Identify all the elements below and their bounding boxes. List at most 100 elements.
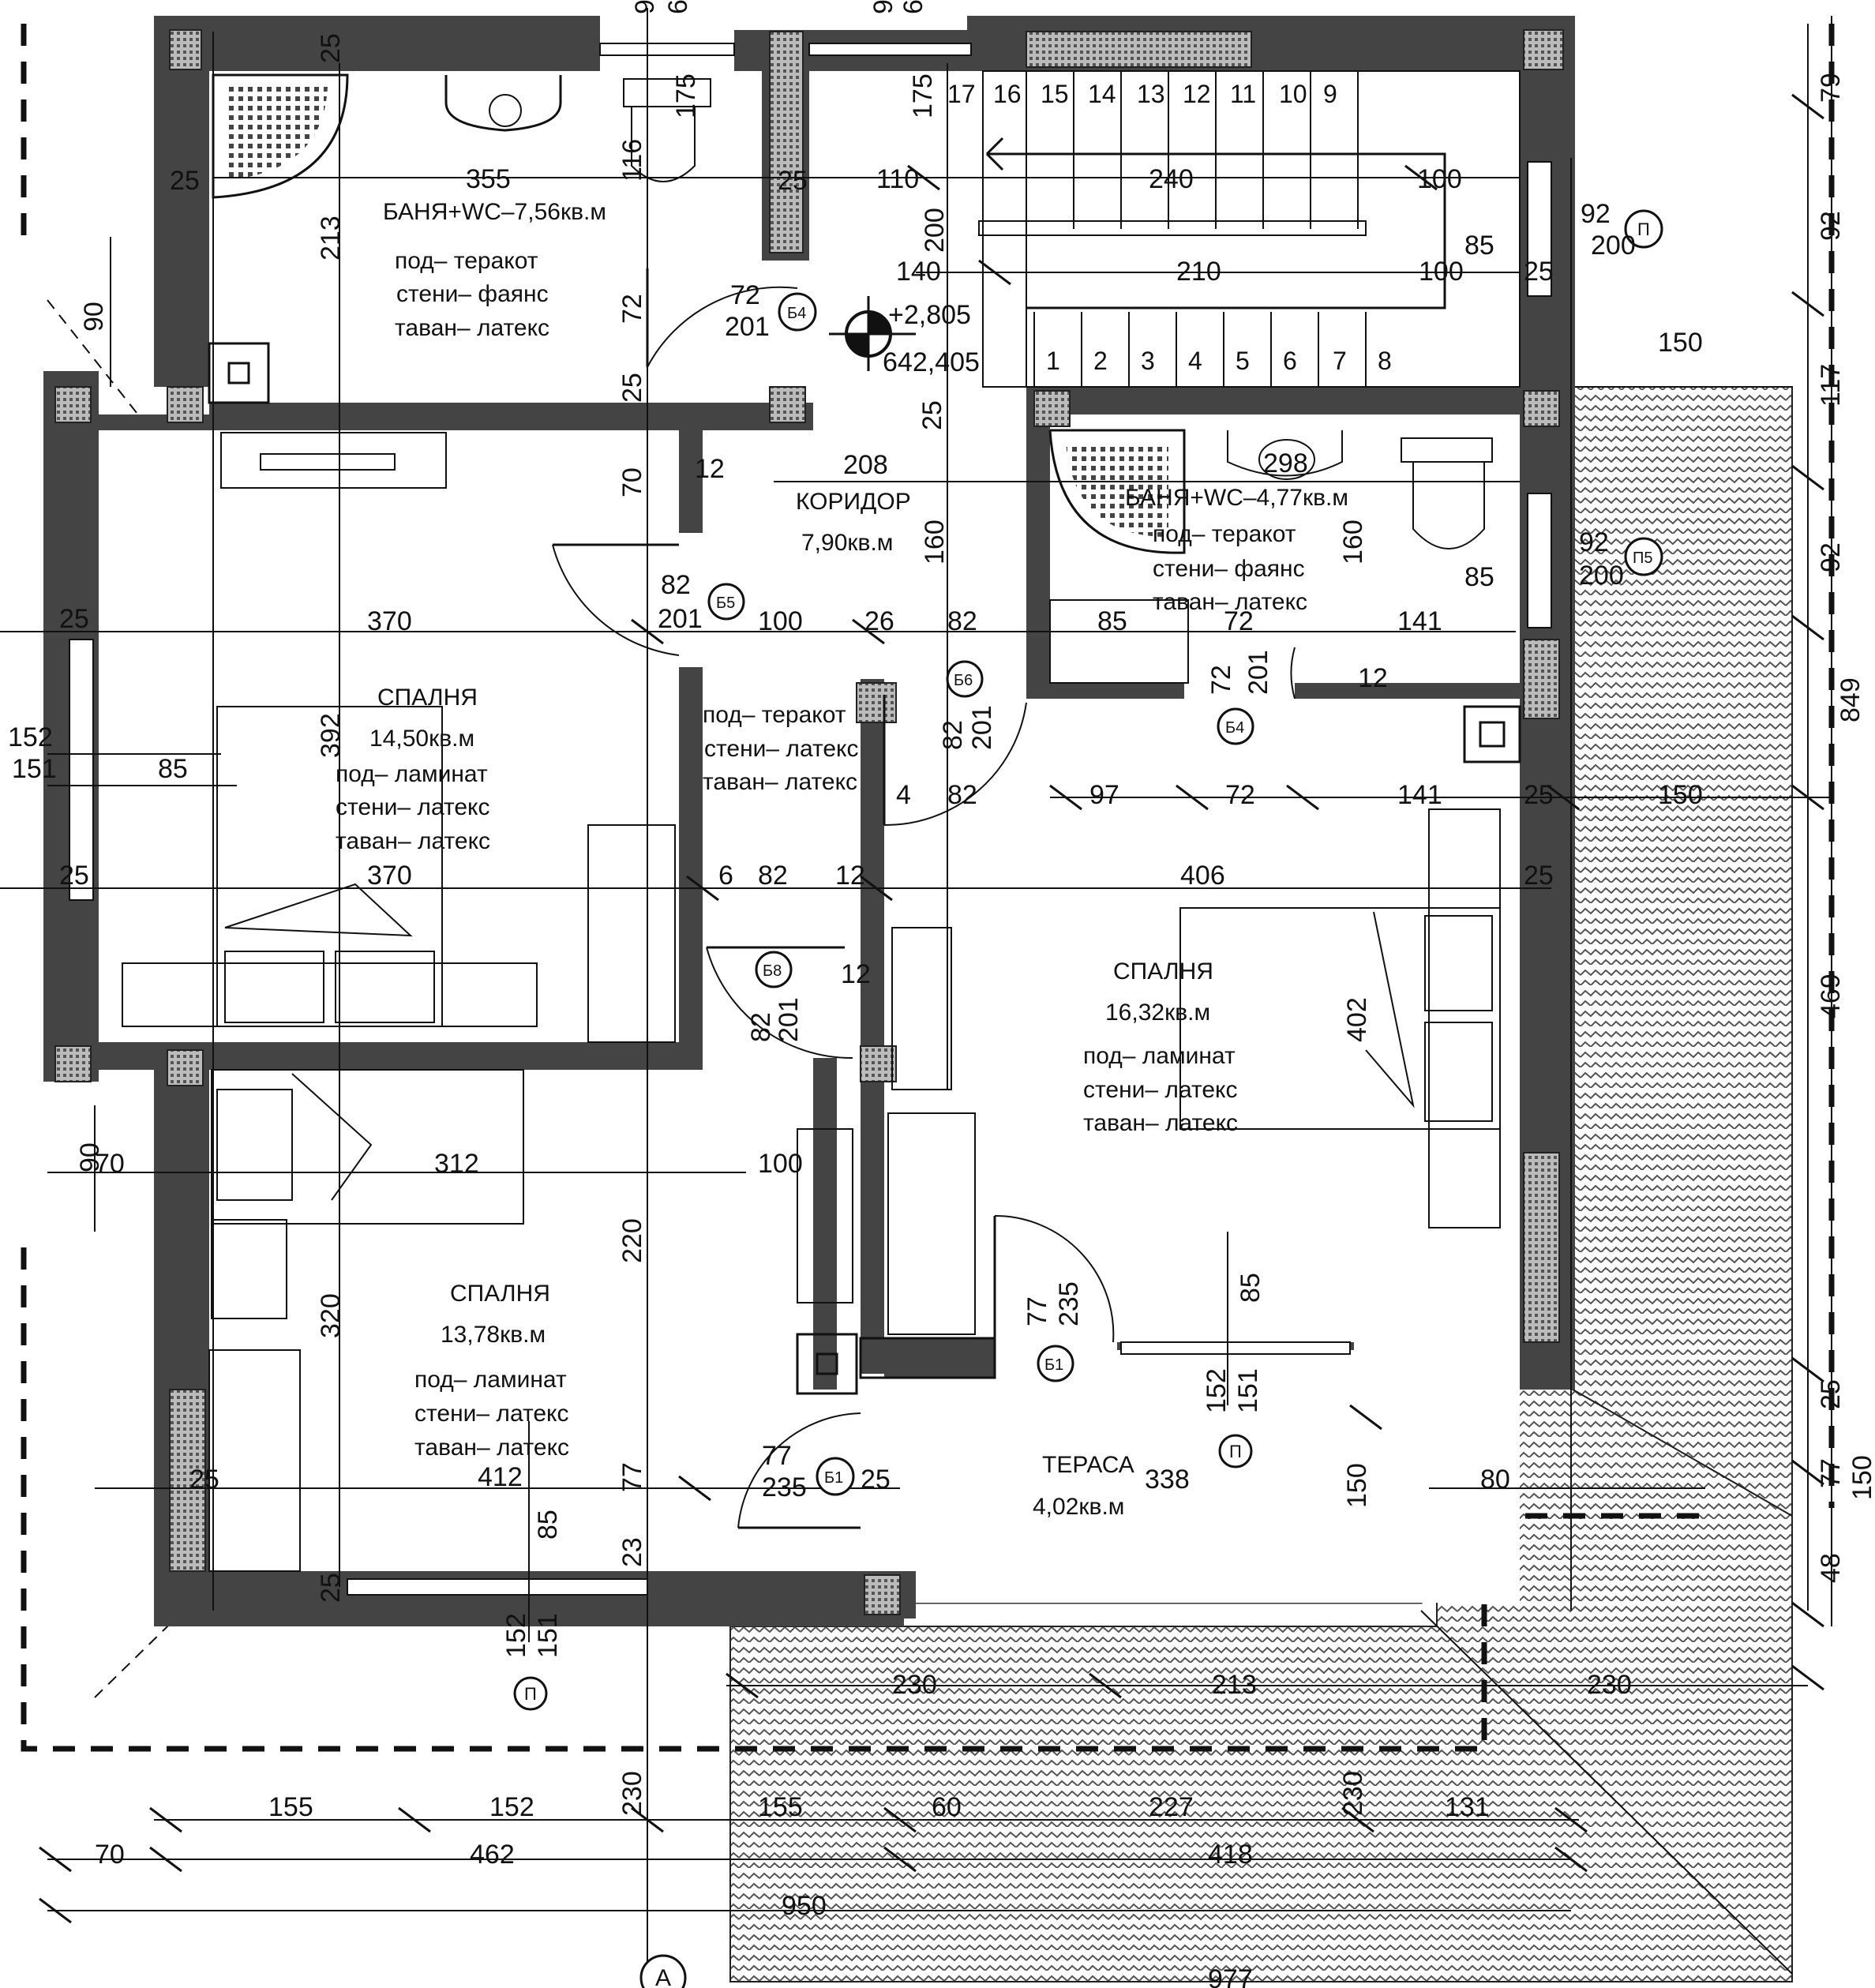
corridor-title: КОРИДОР [796,489,911,515]
dimension-label: 151 [12,754,57,784]
dimension-label: 82 [947,606,977,636]
wall-bed3-east [813,1058,837,1390]
dimension-label: 117 [1816,364,1846,407]
dimension-label: 418 [1208,1840,1253,1870]
marker-b5: П5 [1633,550,1653,567]
window-north-bath [599,43,735,56]
stair-step-number: 17 [947,80,976,108]
column [1523,29,1564,70]
elevation-relative: +2,805 [888,300,971,330]
bath2-title: БАНЯ+WC–4,77кв.м [1125,485,1348,511]
stair-step-number: 3 [1141,347,1155,375]
dimension-label: 23 [617,1537,647,1567]
marker-circle [778,292,817,332]
dimension-label: 208 [843,450,888,480]
dimension-label: 298 [1263,448,1308,478]
dimension-label: 85 [533,1510,563,1540]
dimension-label: 25 [1524,257,1554,287]
dimension-label: 150 [1342,1463,1372,1508]
dimension-label: 150 [1658,780,1703,810]
dimension-label: 160 [1338,520,1368,565]
bed2-furniture [887,808,1501,1335]
marker-b1: Б1 [1044,1356,1063,1374]
dimension-label: 200 [920,208,950,253]
marker-p: П [1637,219,1650,239]
dimension-label: 25 [59,604,89,634]
bed3-area: 13,78кв.м [441,1322,546,1348]
marker-circle [816,1457,855,1496]
corridor-floor: под– теракот [703,702,846,728]
dimension-label: 92 [1581,199,1611,229]
column [769,31,804,253]
dimension-label: 412 [478,1462,523,1492]
dimension-label: 338 [1145,1465,1190,1495]
dimension-label: 320 [316,1293,346,1338]
dimension-label: 12 [841,959,871,989]
dimension-label: 70 [617,467,647,497]
wall-bath2-south-right [1295,683,1520,699]
bed2-walls: стени– латекс [1083,1077,1238,1103]
bed3-floor: под– ламинат [414,1367,567,1393]
dimension-label: 849 [1836,677,1866,722]
window-north-stair [808,43,972,56]
dimension-label: 25 [617,373,647,403]
dimension-label: 175 [908,73,938,118]
dimension-label: 201 [658,604,703,634]
dimension-label: 100 [1419,257,1464,287]
dimension-label: 235 [762,1472,807,1502]
dimension-label: 240 [1149,164,1194,194]
dimension-label: 355 [466,164,511,194]
column [864,1574,901,1615]
dimension-label: 370 [367,861,412,891]
dimension-label: 48 [1816,1553,1846,1583]
dimension-label: 72 [730,280,760,310]
wall-west-upper [154,16,209,387]
elevation-absolute: 642,405 [883,347,980,377]
dimension-label: 25 [170,166,200,196]
terrace-area: 4,02кв.м [1033,1494,1124,1520]
marker-b1: Б1 [824,1469,843,1487]
doors [552,268,1296,1529]
bed3-walls: стени– латекс [414,1401,569,1427]
dimension-label: 77 [762,1441,792,1471]
dimension-label: 152 [1202,1368,1232,1413]
stair-step-number: 16 [993,80,1022,108]
dimension-label: 6 [898,0,928,14]
dimension-label: 152 [501,1613,531,1658]
dimension-label: 230 [1587,1670,1632,1700]
bed2-title: СПАЛНЯ [1113,958,1213,985]
dimension-label: 950 [782,1891,827,1921]
marker-p: П [1229,1442,1242,1461]
bed1-area: 14,50кв.м [369,726,474,752]
bath1-floor: под– теракот [395,248,538,274]
bed1-ceiling: таван– латекс [336,828,490,854]
dimension-label: 72 [617,294,647,324]
dimension-label: 152 [8,722,53,752]
marker-b8: Б8 [763,962,782,980]
dimension-label: 60 [932,1792,962,1822]
column [1523,639,1560,719]
dimension-label: 213 [1212,1670,1257,1700]
dimension-label: 141 [1397,780,1442,810]
stair-step-number: 4 [1188,347,1202,375]
dimension-label: 85 [158,754,188,784]
marker-circle [1037,1345,1074,1382]
dimension-label: 26 [864,606,894,636]
bath1-walls: стени– фаянс [396,281,549,307]
staircase [978,70,1521,388]
dimension-label: 25 [1524,861,1554,891]
column [856,682,897,723]
dimension-label: 82 [947,780,977,810]
wall-north-left [154,16,600,71]
stair-step-number: 12 [1183,80,1211,108]
bath1-title: БАНЯ+WC–7,56кв.м [383,199,606,225]
wall-bed1-south [47,1042,703,1070]
marker-circle [639,1954,687,1988]
marker-b5: Б5 [716,595,735,612]
stair-step-number: 14 [1088,80,1116,108]
dimension-label: 25 [1524,780,1554,810]
marker-circle [755,951,793,988]
dimension-label: 140 [896,257,941,287]
